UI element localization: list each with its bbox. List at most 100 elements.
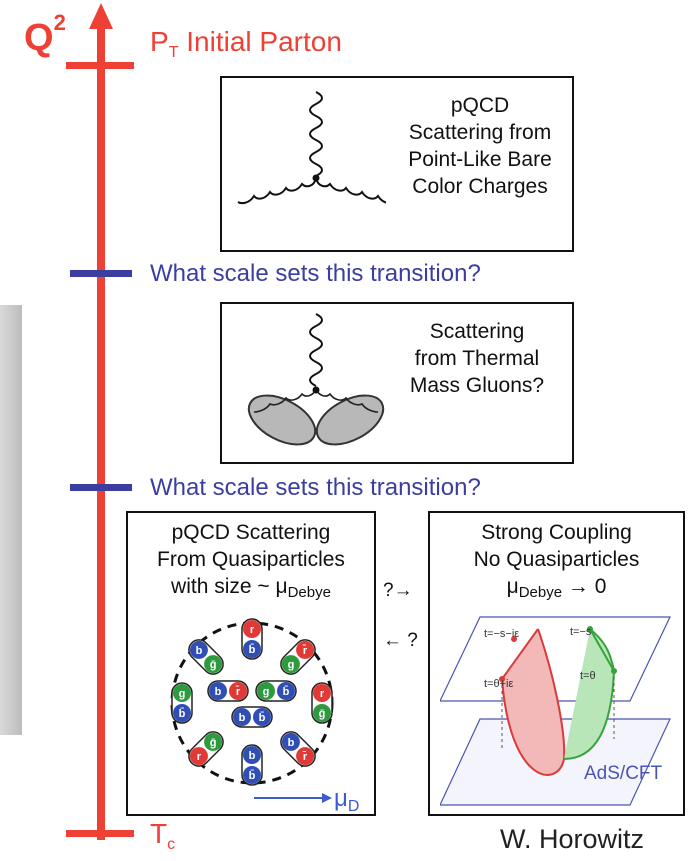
box-pqcd-point-like: pQCD Scattering from Point-Like Bare Col… — [220, 76, 574, 252]
pqcd-line-2: Scattering from — [408, 121, 552, 144]
quasiparticles-description: pQCD Scattering From Quasiparticles with… — [128, 519, 374, 606]
quark-dipole: g b̄ — [255, 680, 297, 702]
quark-color-label: b — [196, 645, 203, 657]
quark-color-label: r̄ — [235, 686, 240, 698]
quark-color-label: b — [215, 686, 222, 698]
label-tc: Tc — [150, 818, 176, 853]
quark-charge — [296, 747, 315, 766]
quark-color-label: b̄ — [283, 686, 290, 698]
quark-charge — [209, 682, 227, 700]
label-pt-initial-parton: PT Initial Parton — [150, 26, 342, 61]
quark-charge — [189, 640, 208, 659]
quark-charge — [233, 708, 251, 726]
label-t-minus-s-ie: t=−s−iε — [484, 628, 519, 640]
strong-line-3: μDebye → 0 — [506, 575, 607, 601]
box-thermal-mass-gluons: Scattering from Thermal Mass Gluons? — [220, 302, 574, 464]
quark-charge — [253, 708, 271, 726]
quark-color-label: r̄ — [302, 751, 307, 763]
quark-dipole: g r̄ — [280, 639, 316, 675]
quark-color-label: g — [179, 688, 186, 700]
box-quasiparticles: pQCD Scattering From Quasiparticles with… — [126, 511, 376, 816]
quark-charge — [257, 682, 275, 700]
quark-dipole: bḡ — [188, 639, 224, 675]
quark-color-label: b̄ — [179, 708, 186, 720]
quark-charge — [243, 620, 261, 638]
quark-color-label: ḡ — [210, 659, 217, 671]
quark-charge — [281, 732, 300, 751]
tick-transition-1 — [70, 270, 132, 277]
pqcd-line-3: Point-Like Bare — [408, 148, 552, 171]
quark-color-label: b — [288, 737, 295, 749]
quark-charge — [243, 766, 261, 784]
quark-color-label: ḡ — [210, 737, 217, 749]
thermal-gluon-diagram — [247, 313, 385, 446]
quark-charge — [243, 640, 261, 658]
quark-dipole: rḡ — [311, 682, 333, 724]
quark-charge — [296, 640, 315, 659]
pqcd-line-4: Color Charges — [412, 175, 548, 198]
label-t-theta-ie: t=θ+iε — [484, 678, 513, 690]
arrow-left-question: ← ? — [383, 630, 418, 651]
label-t-theta: t=θ — [580, 670, 596, 682]
quark-charge — [173, 684, 191, 702]
axis-label-q2: Q2 — [24, 10, 66, 59]
box-strong-coupling: Strong Coupling No Quasiparticles μDebye… — [428, 511, 685, 816]
ads-cft-label: AdS/CFT — [584, 763, 663, 784]
tick-initial-parton — [66, 62, 134, 69]
quark-charge — [313, 684, 331, 702]
gluon-vertex-diagram — [237, 91, 386, 205]
label-t-minus-s: t=−s — [570, 626, 592, 638]
pqcd-line-1: pQCD — [450, 94, 510, 117]
quark-color-label: g — [288, 659, 295, 671]
thermal-line-2: from Thermal — [414, 347, 540, 370]
quark-dipole: g b̄ — [171, 682, 193, 724]
tick-transition-2 — [70, 484, 132, 491]
quark-color-label: b̄ — [249, 644, 256, 656]
tick-tc — [66, 830, 134, 837]
ads-cft-diagram: t=−s−iε t=θ+iε t=−s t=θ AdS/CFT — [440, 616, 671, 806]
arrow-right-question: ?→ — [383, 580, 413, 601]
thermal-description: Scattering from Thermal Mass Gluons? — [382, 318, 572, 399]
thermal-line-1: Scattering — [429, 320, 525, 343]
quark-charge — [173, 704, 191, 722]
quark-charge — [229, 682, 247, 700]
quark-color-label: b — [249, 750, 256, 762]
author-credit: W. Horowitz — [500, 824, 645, 854]
strong-line-1: Strong Coupling — [481, 521, 632, 544]
quark-color-label: b — [239, 712, 246, 724]
quark-dipole: b b̄ — [241, 744, 263, 786]
q2-axis — [97, 24, 105, 840]
quark-color-label: ḡ — [319, 708, 326, 720]
quark-charge — [243, 746, 261, 764]
quark-color-label: b̄ — [249, 770, 256, 782]
quark-dipole: b r̄ — [280, 731, 316, 767]
quark-color-label: b̄ — [259, 712, 266, 724]
quark-charge — [204, 732, 223, 751]
quark-color-label: r — [320, 688, 325, 700]
transition-question-2: What scale sets this transition? — [150, 474, 481, 501]
quark-dipole: b b̄ — [231, 706, 273, 728]
quark-charge — [313, 704, 331, 722]
quark-charge — [281, 655, 300, 674]
quasi-line-2: From Quasiparticles — [157, 548, 345, 571]
mu-d-label: μD — [334, 785, 359, 811]
strong-coupling-description: Strong Coupling No Quasiparticles μDebye… — [430, 519, 683, 606]
quark-color-label: r — [250, 624, 255, 636]
quark-dipole: b r̄ — [207, 680, 249, 702]
quark-charge — [277, 682, 295, 700]
transition-question-1: What scale sets this transition? — [150, 260, 481, 287]
quark-charge — [204, 655, 223, 674]
quark-charge — [189, 747, 208, 766]
side-shade-bar — [0, 305, 22, 735]
thermal-line-3: Mass Gluons? — [409, 374, 545, 397]
quark-dipole: r b̄ — [241, 618, 263, 660]
quark-color-label: r̄ — [302, 645, 307, 657]
quark-color-label: r — [197, 751, 202, 763]
quasi-line-3: with size ~ μDebye — [171, 575, 331, 601]
pqcd-description: pQCD Scattering from Point-Like Bare Col… — [390, 92, 570, 200]
quark-color-label: g — [263, 686, 270, 698]
quark-dipole: rḡ — [188, 731, 224, 767]
strong-line-2: No Quasiparticles — [473, 548, 640, 571]
quasi-line-1: pQCD Scattering — [171, 521, 331, 544]
